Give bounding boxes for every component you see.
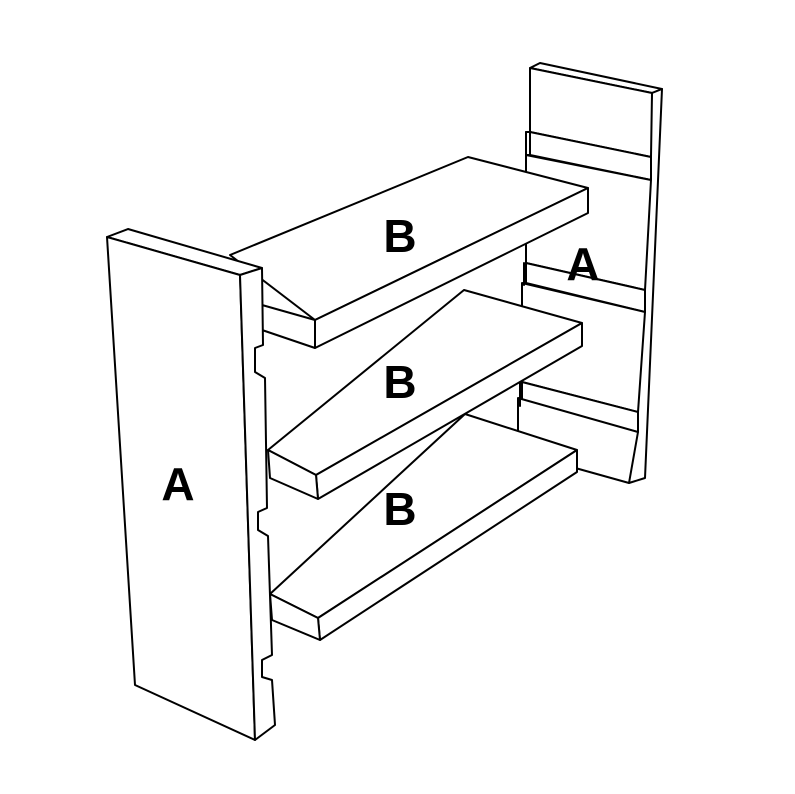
label-panel-back: A bbox=[566, 238, 599, 290]
side-panel-front bbox=[106, 228, 276, 741]
label-shelf-top: B bbox=[383, 210, 416, 262]
label-shelf-middle: B bbox=[383, 356, 416, 408]
shelf-middle bbox=[267, 289, 583, 500]
shelf-bottom bbox=[269, 413, 578, 641]
label-panel-front: A bbox=[161, 458, 194, 510]
shelf-top bbox=[229, 156, 589, 349]
label-shelf-bottom: B bbox=[383, 483, 416, 535]
